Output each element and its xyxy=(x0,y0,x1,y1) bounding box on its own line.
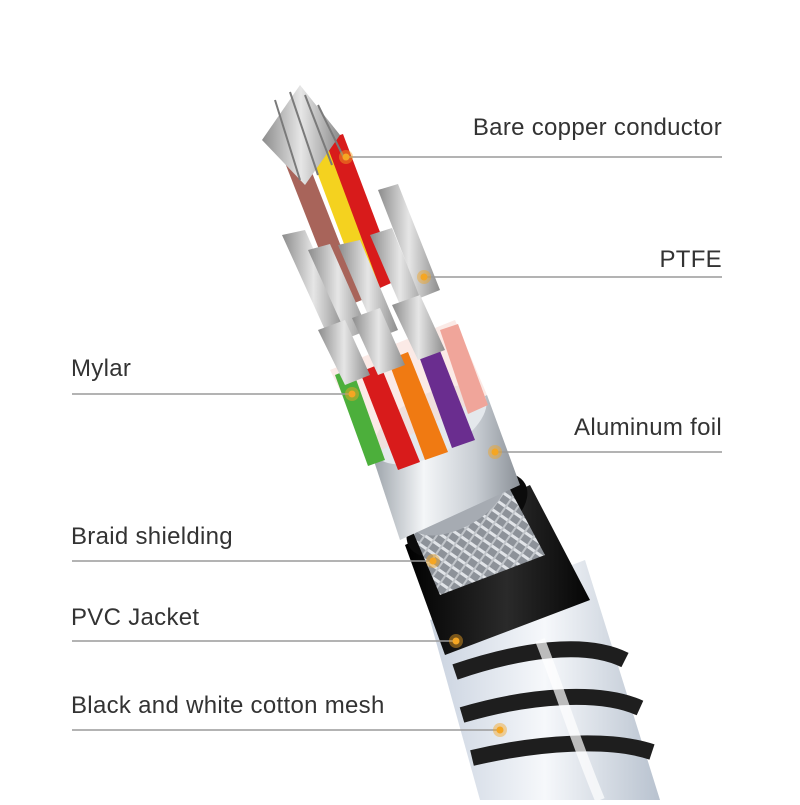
label-cotton-mesh: Black and white cotton mesh xyxy=(71,692,385,719)
label-pvc-jacket: PVC Jacket xyxy=(71,604,200,631)
marker-dot-ptfe xyxy=(417,270,431,284)
marker-dot-mylar xyxy=(345,387,359,401)
leader-lines xyxy=(72,156,722,731)
marker-dot-cotton-mesh xyxy=(493,723,507,737)
marker-dot-braid-shielding xyxy=(426,554,440,568)
marker-dot-aluminum-foil xyxy=(488,445,502,459)
copper-conductors xyxy=(262,85,445,385)
label-ptfe: PTFE xyxy=(659,246,722,273)
label-bare-copper-conductor: Bare copper conductor xyxy=(472,114,722,141)
label-mylar: Mylar xyxy=(71,355,132,382)
label-aluminum-foil: Aluminum foil xyxy=(574,414,722,441)
marker-dot-bare-copper xyxy=(339,150,353,164)
marker-dots xyxy=(339,150,507,737)
marker-dot-pvc-jacket xyxy=(449,634,463,648)
label-braid-shielding: Braid shielding xyxy=(71,523,233,550)
